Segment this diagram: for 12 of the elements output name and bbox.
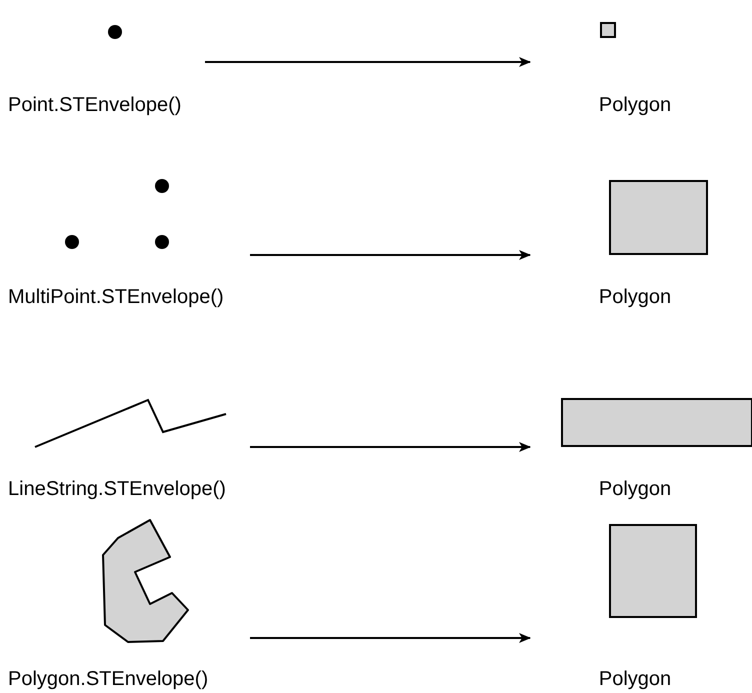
geometry-label: Polygon.STEnvelope() — [8, 667, 208, 691]
geometry-label: Polygon — [598, 93, 672, 117]
geometry-label: Polygon — [598, 477, 672, 501]
geometry-label: LineString.STEnvelope() — [8, 477, 226, 501]
arrow — [250, 442, 531, 452]
arrow — [205, 57, 531, 67]
arrow — [250, 250, 531, 260]
geometry-label: MultiPoint.STEnvelope() — [8, 285, 224, 309]
geometry-label: Polygon — [598, 285, 672, 309]
arrow — [250, 633, 531, 643]
geometry-label: Point.STEnvelope() — [8, 93, 182, 117]
geometry-label: Polygon — [598, 667, 672, 691]
